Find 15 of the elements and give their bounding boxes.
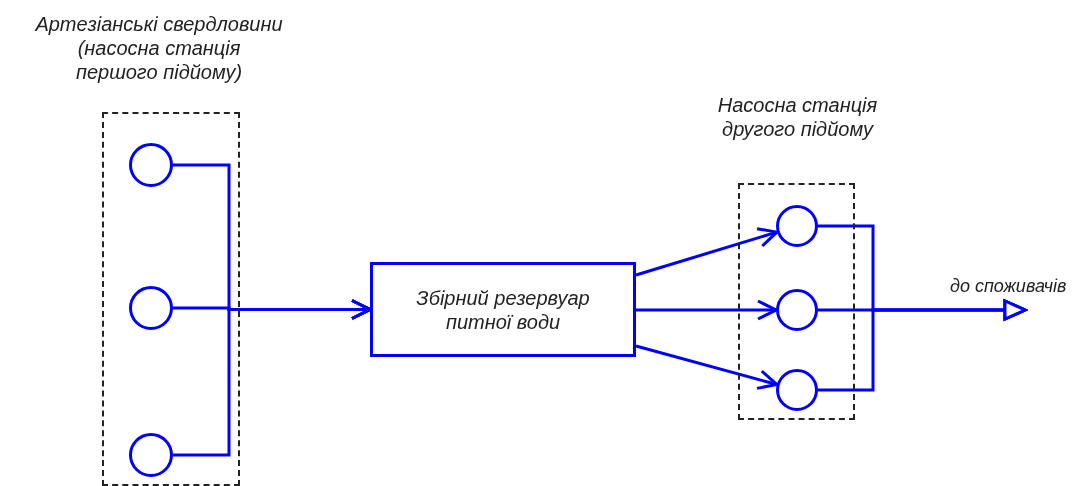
pump-circle — [776, 205, 818, 247]
group-heading: Насосна станція другого підйому — [716, 93, 879, 141]
connector-arrow — [818, 299, 1027, 392]
pump-circle — [129, 286, 173, 330]
pump-circle — [129, 433, 173, 477]
pump-circle — [776, 289, 818, 331]
group-heading: Артезіанські свердловини (насосна станція першого підйому) — [34, 12, 284, 84]
connector-arrow — [635, 227, 779, 277]
reservoir-box — [370, 262, 636, 357]
connector-arrow — [635, 344, 779, 390]
connector-arrow — [173, 299, 372, 457]
connector-arrow — [636, 299, 778, 321]
pump-circle — [776, 369, 818, 411]
pump-circle — [129, 143, 173, 187]
box-label: Збірний резервуар питної води — [415, 285, 591, 334]
